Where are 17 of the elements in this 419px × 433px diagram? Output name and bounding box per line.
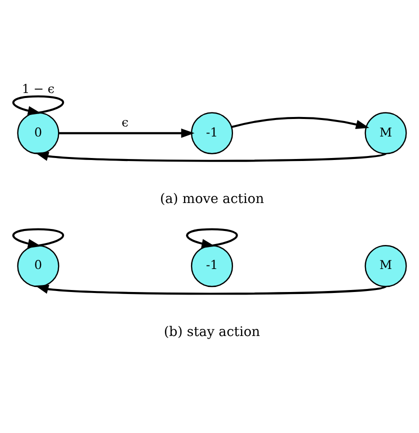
label: (b) stay action xyxy=(164,324,260,340)
node-circle: M xyxy=(364,112,407,154)
edge-label: 1 − ϵ xyxy=(22,81,55,96)
node-circle: -1 xyxy=(190,244,234,287)
arrow xyxy=(35,151,386,162)
arrow xyxy=(186,228,238,248)
node-circle: 0 xyxy=(17,244,60,287)
edge-label: ϵ xyxy=(122,115,129,130)
arrow xyxy=(231,116,370,129)
arrow xyxy=(35,284,386,294)
node-circle: M xyxy=(364,244,407,287)
node-circle: -1 xyxy=(190,112,234,154)
arrow xyxy=(58,128,194,138)
label: (a) move action xyxy=(160,192,264,207)
arrow xyxy=(12,94,64,115)
node-circle: 0 xyxy=(17,112,60,154)
arrow xyxy=(12,228,64,248)
